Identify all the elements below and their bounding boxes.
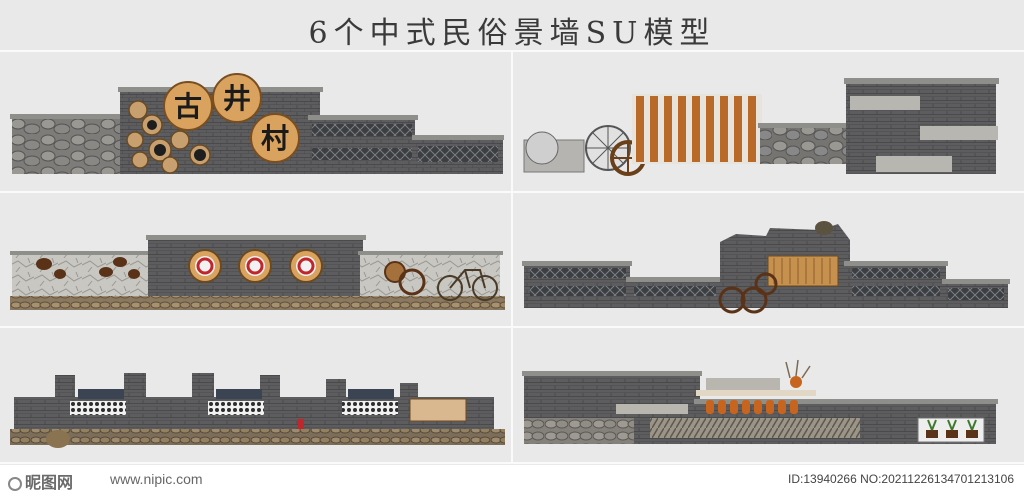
sign-char-2: 井 — [223, 82, 251, 115]
panel-wall-5 — [10, 365, 505, 450]
site-logo-text: 昵图网 — [25, 473, 74, 492]
divider — [0, 50, 1024, 52]
image-id: ID:13940266 NO:20211226134701213106 — [788, 472, 1014, 486]
sign-char-1: 古 — [174, 90, 202, 123]
site-logo: 昵图网 — [8, 469, 73, 493]
sign-disc-2 — [212, 73, 262, 123]
watermark-bar: 昵图网 www.nipic.com ID:13940266 NO:2021122… — [0, 465, 1024, 497]
logo-icon — [8, 476, 22, 491]
divider — [511, 52, 513, 462]
panel-wall-6 — [520, 358, 1010, 448]
panel-wall-4 — [520, 220, 1010, 315]
sign-disc-1 — [163, 81, 213, 131]
divider — [0, 462, 1024, 464]
page-title: 6个中式民俗景墙SU模型 — [308, 16, 716, 51]
panel-wall-3 — [10, 230, 505, 315]
sign-char-3: 村 — [261, 122, 289, 155]
site-url: www.nipic.com — [110, 471, 203, 487]
panel-wall-2 — [520, 76, 1010, 181]
sign-disc-3 — [250, 113, 300, 163]
panel-wall-1: 古 井 村 — [10, 70, 505, 180]
